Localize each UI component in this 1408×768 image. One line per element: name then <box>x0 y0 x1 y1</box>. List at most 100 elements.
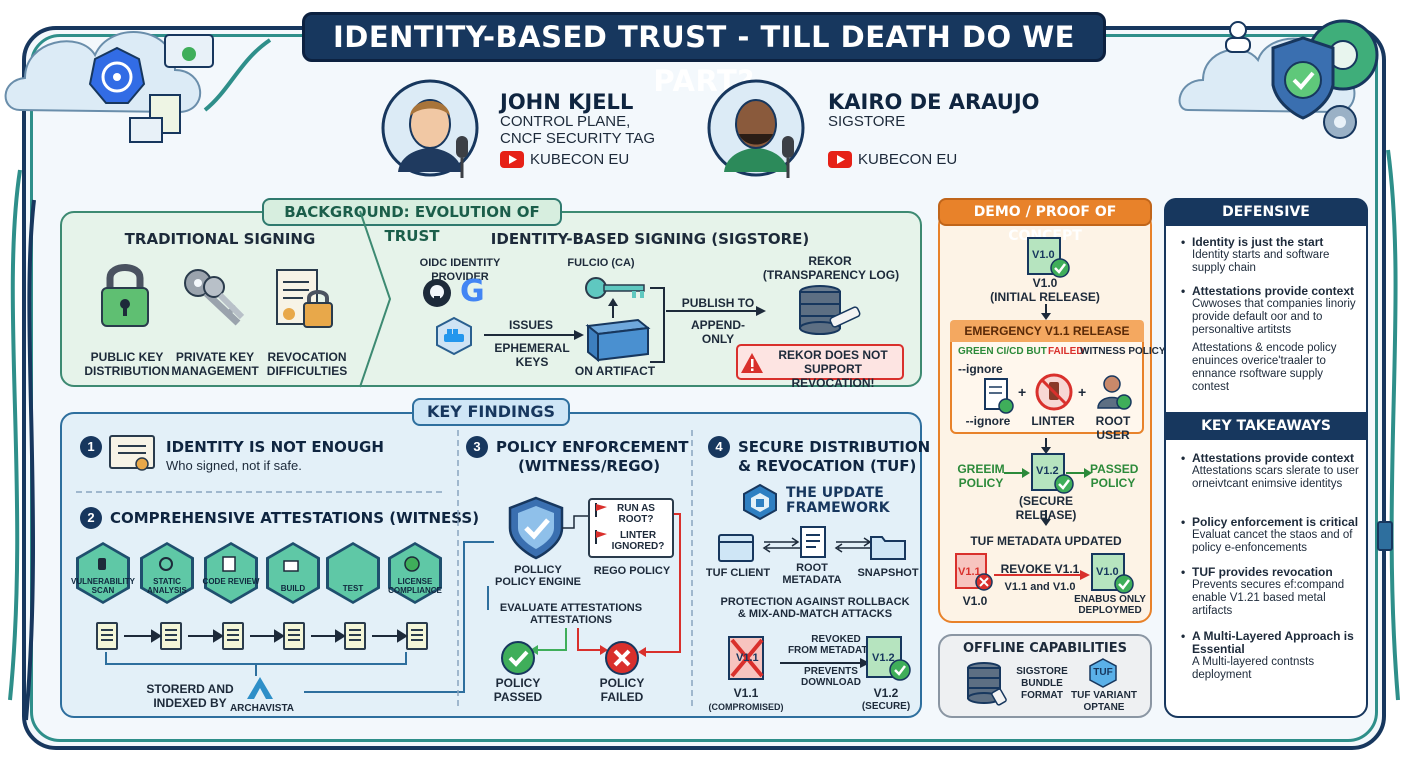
archivista-to-policy-line <box>304 541 494 693</box>
attestation-doc <box>406 622 428 650</box>
arrow-down <box>1041 438 1051 454</box>
cloud-kubernetes-illustration <box>4 31 214 143</box>
public-key-label: PUBLIC KEY DISTRIBUTION <box>84 350 170 378</box>
lock-icon <box>101 264 149 327</box>
key-findings-header: KEY FINDINGS <box>412 398 570 426</box>
defensive-item-2-desc: Cwwoses that companies linoriy provide d… <box>1192 298 1356 336</box>
protection-line1: PROTECTION AGAINST ROLLBACK <box>720 596 910 608</box>
fulcio-label: FULCIO (CA) <box>567 257 635 269</box>
v11-revoked-doc-label: V1.1 <box>958 566 981 578</box>
attestation-flow-lines <box>105 652 407 676</box>
arrow-client-root <box>762 537 800 553</box>
policy-passed-line1: POLICY <box>495 676 541 690</box>
failed-label: FAILED <box>1048 346 1084 357</box>
evaluate-line1: EVALUATE ATTESTATIONS <box>499 602 643 614</box>
arrow-right <box>1004 468 1030 478</box>
v10-label-line2: (INITIAL RELEASE) <box>990 290 1100 304</box>
warning-icon <box>741 353 763 373</box>
artifact-container-icon <box>585 318 651 363</box>
defensive-item-2-title: Attestations provide context <box>1192 284 1355 298</box>
oidc-label: OIDC IDENTITY PROVIDER <box>419 257 501 283</box>
v11-revoked-doc-icon <box>955 553 993 591</box>
youtube-icon <box>500 151 524 168</box>
step-build: BUILD <box>280 584 306 593</box>
policy-passed-icon <box>501 641 535 675</box>
step-vulnerability-scan: VULNERABILITY SCAN <box>71 577 135 595</box>
rego-feedback-line <box>638 513 681 657</box>
defensive-item-1-title: Identity is just the start <box>1192 235 1324 249</box>
publish-to-label: PUBLISH TO <box>681 296 755 310</box>
stored-label-line2: INDEXED BY <box>153 696 227 710</box>
green-ci-label: GREEN CI/CD BUT <box>958 346 1047 357</box>
v11-doc-label: V1.1 <box>736 652 759 664</box>
finding4-title-line1: SECURE DISTRIBUTION <box>738 438 931 456</box>
emergency-title: EMERGENCY V1.1 RELEASE <box>950 320 1144 342</box>
tuf-client-label: TUF CLIENT <box>705 567 771 579</box>
ignore-doc-icon <box>984 378 1014 414</box>
arrow-publish <box>666 306 766 316</box>
rekor-warning-box <box>736 344 904 380</box>
revoked-line2: FROM METADATA <box>787 645 875 656</box>
archivista-label: ARCHAVISTA <box>229 703 295 714</box>
speaker2-event: KUBECON EU <box>858 151 958 168</box>
revoke-line1: REVOKE V1.1 <box>1000 562 1080 576</box>
hex-step-icons <box>98 556 420 572</box>
database-icon <box>799 285 861 335</box>
takeaway-item-2: Policy enforcement is critical Evaluat c… <box>1181 516 1362 555</box>
defensive-item-2: Attestations provide context Cwwoses tha… <box>1181 284 1362 337</box>
takeaway-item-4-title: A Multi-Layered Approach is Essential <box>1192 629 1354 656</box>
identity-signing-title: IDENTITY-BASED SIGNING (SIGSTORE) <box>490 230 810 248</box>
takeaway-item-3: TUF provides revocation Prevents secures… <box>1181 566 1362 618</box>
finding3-number: 3 <box>466 436 488 458</box>
step-test: TEST <box>342 584 364 593</box>
takeaway-item-2-desc: Evaluat cancet the staos and of policy e… <box>1192 529 1353 554</box>
flag1-line1: RUN AS <box>617 503 655 514</box>
evaluate-connector <box>487 586 489 610</box>
rekor-warning-line2: SUPPORT REVOCATION! <box>791 362 875 390</box>
finding4-number: 4 <box>708 436 730 458</box>
append-only-label: APPEND-ONLY <box>690 318 745 346</box>
defensive-item-3-desc: Attestations & encode policy enuinces ov… <box>1192 342 1337 393</box>
root-metadata-line2: METADATA <box>782 574 842 586</box>
takeaway-item-1-title: Attestations provide context <box>1192 451 1355 465</box>
finding1-number: 1 <box>80 436 102 458</box>
v10-bottom-label: V1.0 <box>962 594 988 608</box>
certificate-icon <box>109 435 155 471</box>
youtube-icon <box>828 151 852 168</box>
evaluate-branch-arrows <box>530 628 608 655</box>
private-key-label: PRIVATE KEY MANAGEMENT <box>171 350 259 378</box>
finding1-title: IDENTITY IS NOT ENOUGH <box>166 438 384 456</box>
policy-failed-icon <box>605 641 639 675</box>
on-artifact-label: ON ARTIFACT <box>574 364 656 378</box>
policy-engine-line2: POLICY ENGINE <box>495 576 581 588</box>
attestation-doc <box>283 622 305 650</box>
tuf-badge-icon <box>1089 658 1117 688</box>
speaker1-event: KUBECON EU <box>530 151 630 168</box>
variant-line1: TUF VARIANT <box>1071 690 1137 701</box>
archivista-logo-icon <box>247 677 273 699</box>
attestation-doc <box>96 622 118 650</box>
v12-doc-label: V1.2 <box>872 652 895 664</box>
v10-enabled-doc-label: V1.0 <box>1096 566 1119 578</box>
issues-label: ISSUES <box>508 318 553 332</box>
takeaway-item-4: A Multi-Layered Approach is Essential A … <box>1181 629 1362 682</box>
v12-label: V1.2 <box>873 686 899 700</box>
root-metadata-line1: ROOT <box>796 562 828 574</box>
github-icon <box>423 279 451 307</box>
flag2-line2: IGNORED? <box>611 541 665 552</box>
step-static-analysis: STATIC ANALYSIS <box>147 577 187 595</box>
docker-icon <box>436 316 472 356</box>
tuf-title-line2: FRAMEWORK <box>786 500 890 516</box>
v10-enabled-doc-icon <box>1091 553 1134 594</box>
finding2-number: 2 <box>80 507 102 529</box>
variant-line2: OPTANE <box>1083 702 1125 713</box>
step-license-compliance: LICENSE COMPLIANCE <box>388 577 442 595</box>
takeaway-item-4-desc: A Multi-layered contnsts deployment <box>1192 656 1315 681</box>
prevents-line2: DOWNLOAD <box>801 677 861 688</box>
john-kjell-avatar <box>381 79 479 178</box>
key-icon <box>585 277 645 299</box>
finding1-desc: Who signed, not if safe. <box>166 458 302 473</box>
speaker2-role-line1: SIGSTORE <box>828 113 906 130</box>
v11-label: V1.1 <box>733 686 759 700</box>
